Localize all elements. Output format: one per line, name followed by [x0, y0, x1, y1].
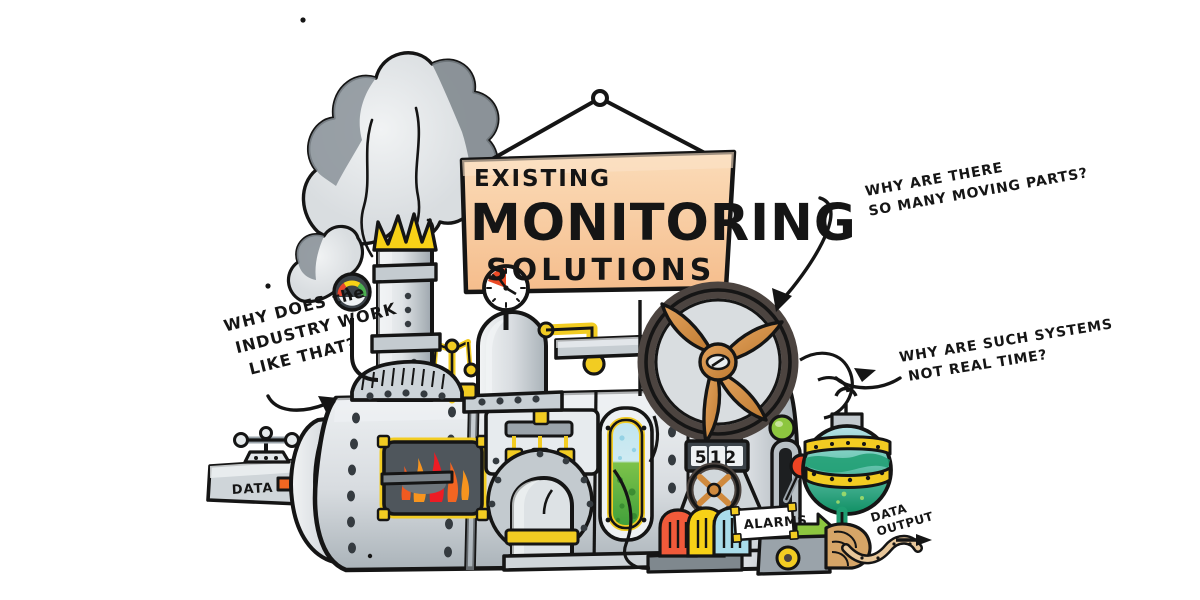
u-bend-pipe — [486, 448, 702, 573]
shoulder-hatching — [361, 367, 445, 391]
green-button — [768, 414, 796, 442]
sign-text-group: EXISTING MONITORING SOLUTIONS — [470, 166, 857, 288]
flywheel-spokes — [660, 302, 784, 444]
alarms-label: ALARMS — [743, 514, 808, 533]
annotation-arrowheads — [318, 288, 792, 412]
counter-value: 512 — [695, 448, 740, 468]
question-industry: WHY DOES the INDUSTRY WORK LIKE THAT? — [222, 282, 399, 379]
data-input-label: DATA — [231, 481, 273, 498]
sign-line-solutions: SOLUTIONS — [486, 253, 715, 288]
machine-assembly: 512 — [206, 212, 923, 576]
question-moving-parts: WHY ARE THERE SO MANY MOVING PARTS? — [864, 160, 1089, 220]
sight-glass-gauge — [598, 406, 654, 542]
alarms-tag: ALARMS — [729, 501, 808, 544]
fire-door-handle — [380, 470, 454, 486]
smokestack — [350, 212, 464, 402]
arrow-real-time-curve — [834, 376, 902, 390]
sign-line-existing: EXISTING — [474, 166, 611, 192]
data-output-label: DATA OUTPUT — [869, 501, 935, 539]
question-real-time: WHY ARE SUCH SYSTEMS NOT REAL TIME? — [898, 316, 1114, 384]
data-output-arrow — [896, 534, 932, 546]
stack-crown — [372, 212, 438, 252]
arrow-industry-curve — [266, 394, 328, 412]
sign-line-monitoring: MONITORING — [470, 194, 857, 253]
arrow-moving-parts-curve — [780, 196, 833, 302]
rainbow-gauge — [332, 272, 379, 382]
arrowhead-real-time — [854, 368, 876, 382]
wiring-harness — [612, 351, 854, 570]
pressure-clock-gauge — [482, 264, 530, 330]
hanging-sign — [459, 89, 737, 295]
annotation-arrows — [266, 196, 902, 412]
sign-hook-ring — [591, 89, 609, 107]
